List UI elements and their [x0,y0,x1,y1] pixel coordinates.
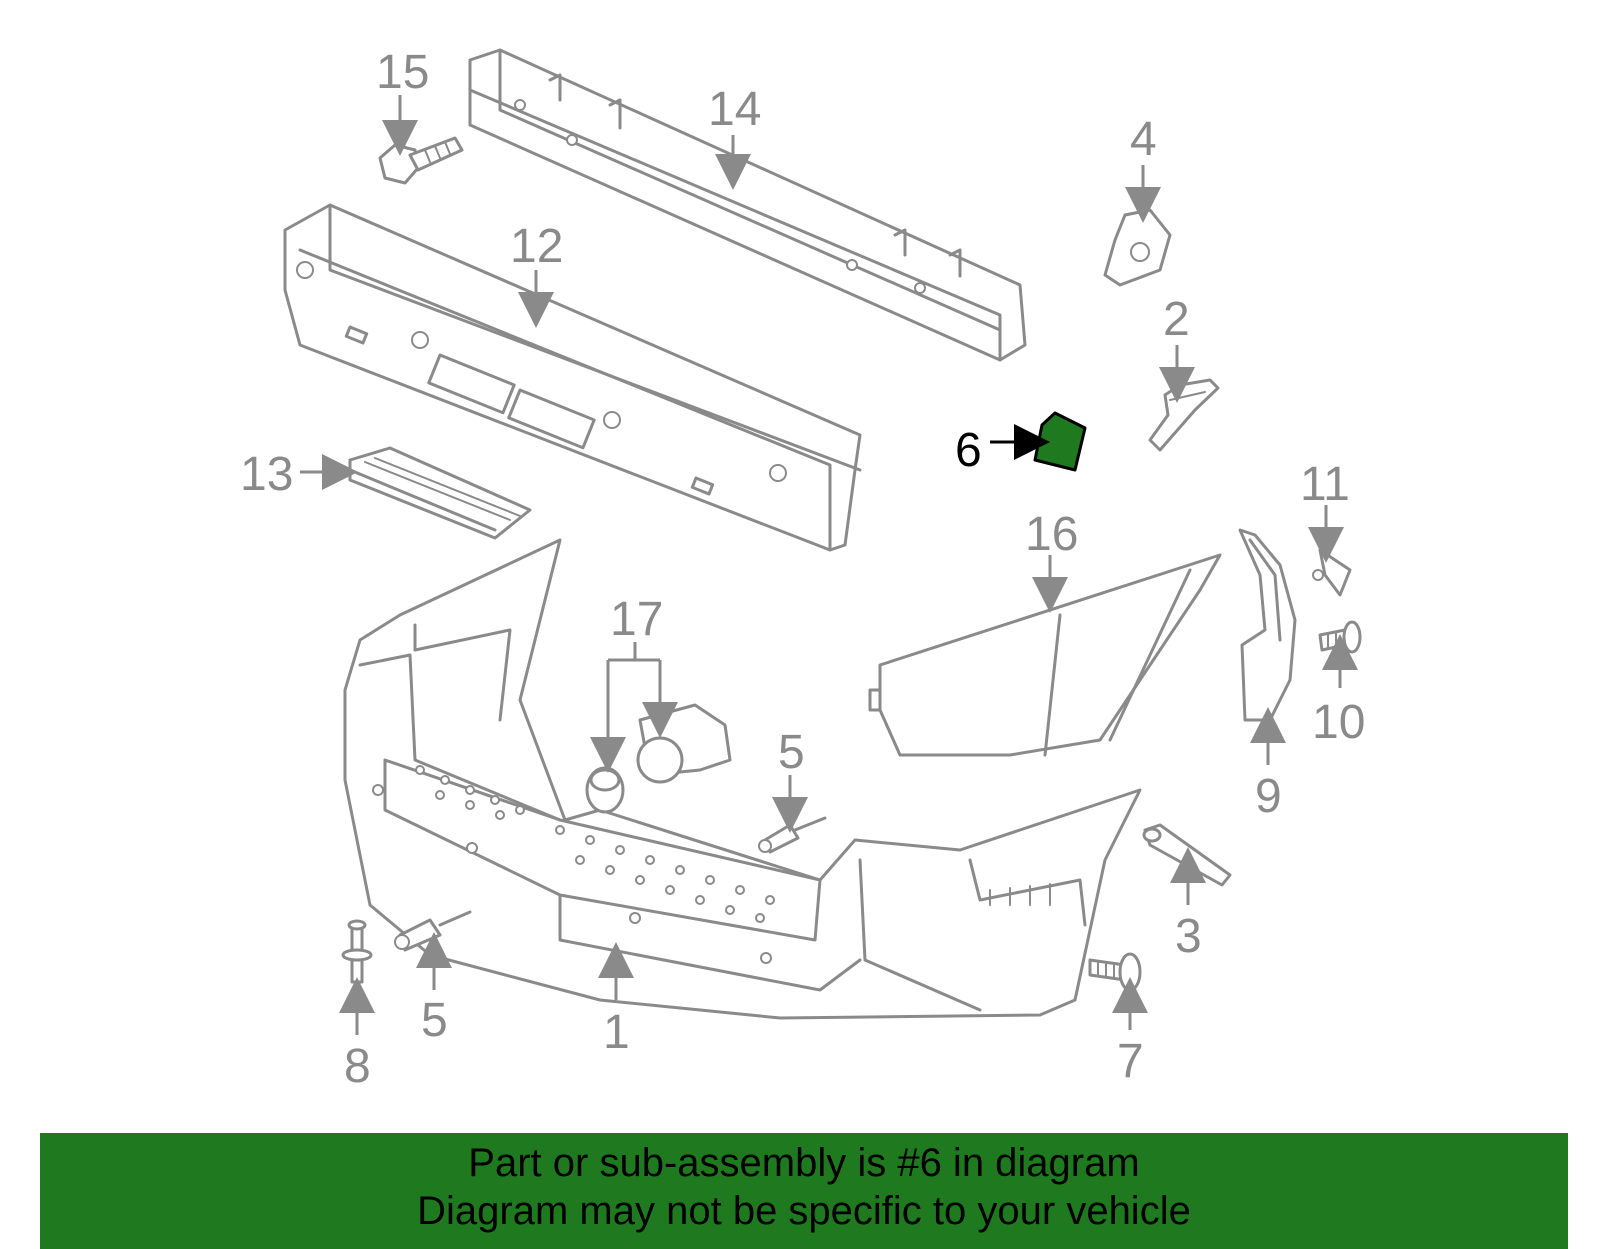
part-2-bracket [1148,378,1220,452]
callout-6: 6 [955,424,982,477]
step-perforation-dots [415,765,775,923]
callout-5-upper: 5 [778,726,805,779]
callout-16: 16 [1025,508,1078,561]
callout-13: 13 [240,448,293,501]
callout-1: 1 [603,1006,630,1059]
banner-line-disclaimer: Diagram may not be specific to your vehi… [417,1189,1191,1233]
callout-2: 2 [1163,293,1190,346]
callout-labels: 15 14 4 12 2 6 13 11 16 17 10 5 9 3 5 1 … [240,46,1365,1093]
callout-9: 9 [1255,770,1282,823]
part-11-clip [1312,548,1352,597]
part-15-bolt [378,136,464,185]
part-10-screw [1318,620,1362,654]
banner-line-part-info: Part or sub-assembly is #6 in diagram [468,1141,1140,1185]
leader-lines [300,95,1358,1035]
callout-11: 11 [1300,458,1350,511]
callout-4: 4 [1130,113,1157,166]
part-5-push-pin-upper [758,816,827,854]
part-14-reinforcement [468,48,1027,362]
part-16-side-panel [868,553,1222,757]
callout-12: 12 [510,220,563,273]
part-7-bolt [1088,952,1142,992]
part-4-bracket [1103,208,1172,287]
part-9-bracket [1238,528,1297,722]
callout-5-lower: 5 [421,994,448,1047]
callout-10: 10 [1312,696,1365,749]
part-8-rivet [341,919,373,984]
callout-7: 7 [1117,1035,1144,1088]
part-12-absorber [283,203,862,552]
callout-8: 8 [344,1040,371,1093]
callout-3: 3 [1175,910,1202,963]
callout-17: 17 [610,593,663,646]
callout-15: 15 [376,46,429,99]
callout-14: 14 [708,83,761,136]
info-banner: Part or sub-assembly is #6 in diagram Di… [40,1133,1568,1249]
part-13-step-pad [348,446,532,540]
part-1-bumper-cover [343,538,1142,1020]
bumper-parts-diagram: 15 14 4 12 2 6 13 11 16 17 10 5 9 3 5 1 … [240,46,1365,1093]
part-6-highlighted [1033,411,1087,472]
